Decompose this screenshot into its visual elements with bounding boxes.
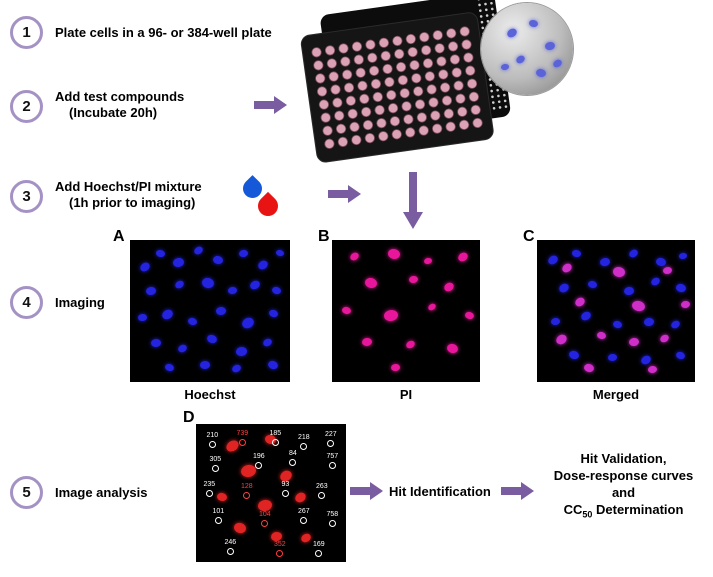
step-1-circle: 1	[10, 16, 43, 49]
step-1-label: Plate cells in a 96- or 384-well plate	[55, 25, 272, 40]
caption-merged: Merged	[592, 387, 640, 402]
step-3-circle: 3	[10, 180, 43, 213]
arrow-down-plate-to-imaging	[403, 172, 423, 229]
well-plate-illustration	[300, 0, 511, 163]
caption-pi: PI	[399, 387, 413, 402]
step-4-circle: 4	[10, 286, 43, 319]
arrow-right-to-hit-identification	[350, 482, 383, 500]
step-2-circle: 2	[10, 90, 43, 123]
panel-a-letter: A	[113, 228, 125, 245]
outcome-line4: CC50 Determination	[534, 501, 713, 524]
hit-identification-label: Hit Identification	[389, 484, 491, 499]
cc-determination-label: Determination	[592, 502, 684, 517]
step-2-label: Add test compounds (Incubate 20h)	[55, 89, 184, 121]
step-2-label-line2: (Incubate 20h)	[69, 105, 158, 120]
step-3-label-line1: Add Hoechst/PI mixture	[55, 179, 202, 194]
step-3-label: Add Hoechst/PI mixture (1h prior to imag…	[55, 179, 202, 211]
panel-hoechst-image	[130, 240, 290, 382]
panel-pi-image	[332, 240, 480, 382]
cell-magnification-inset	[481, 3, 573, 95]
step-5-label: Image analysis	[55, 485, 148, 500]
step-4-label: Imaging	[55, 295, 105, 310]
panel-d-letter: D	[183, 409, 195, 426]
outcome-text: Hit Validation, Dose-response curves and…	[534, 450, 713, 524]
front-plate	[300, 12, 494, 163]
outcome-line3: and	[611, 485, 636, 500]
cc-label: CC	[563, 502, 583, 517]
outcome-line2: Dose-response curves	[553, 468, 694, 483]
panel-b-letter: B	[318, 228, 330, 245]
caption-hoechst: Hoechst	[184, 387, 236, 402]
cc-subscript: 50	[582, 509, 593, 520]
arrow-right-step3	[328, 185, 361, 203]
outcome-line1: Hit Validation,	[580, 451, 667, 466]
plate-wells	[311, 26, 483, 149]
arrow-right-step2	[254, 96, 287, 114]
step-2-label-line1: Add test compounds	[55, 89, 185, 104]
step-5-circle: 5	[10, 476, 43, 509]
panel-c-letter: C	[523, 228, 535, 245]
arrow-right-to-outcome	[501, 482, 534, 500]
panel-merged-image	[537, 240, 695, 382]
step-3-label-line2: (1h prior to imaging)	[69, 195, 196, 210]
